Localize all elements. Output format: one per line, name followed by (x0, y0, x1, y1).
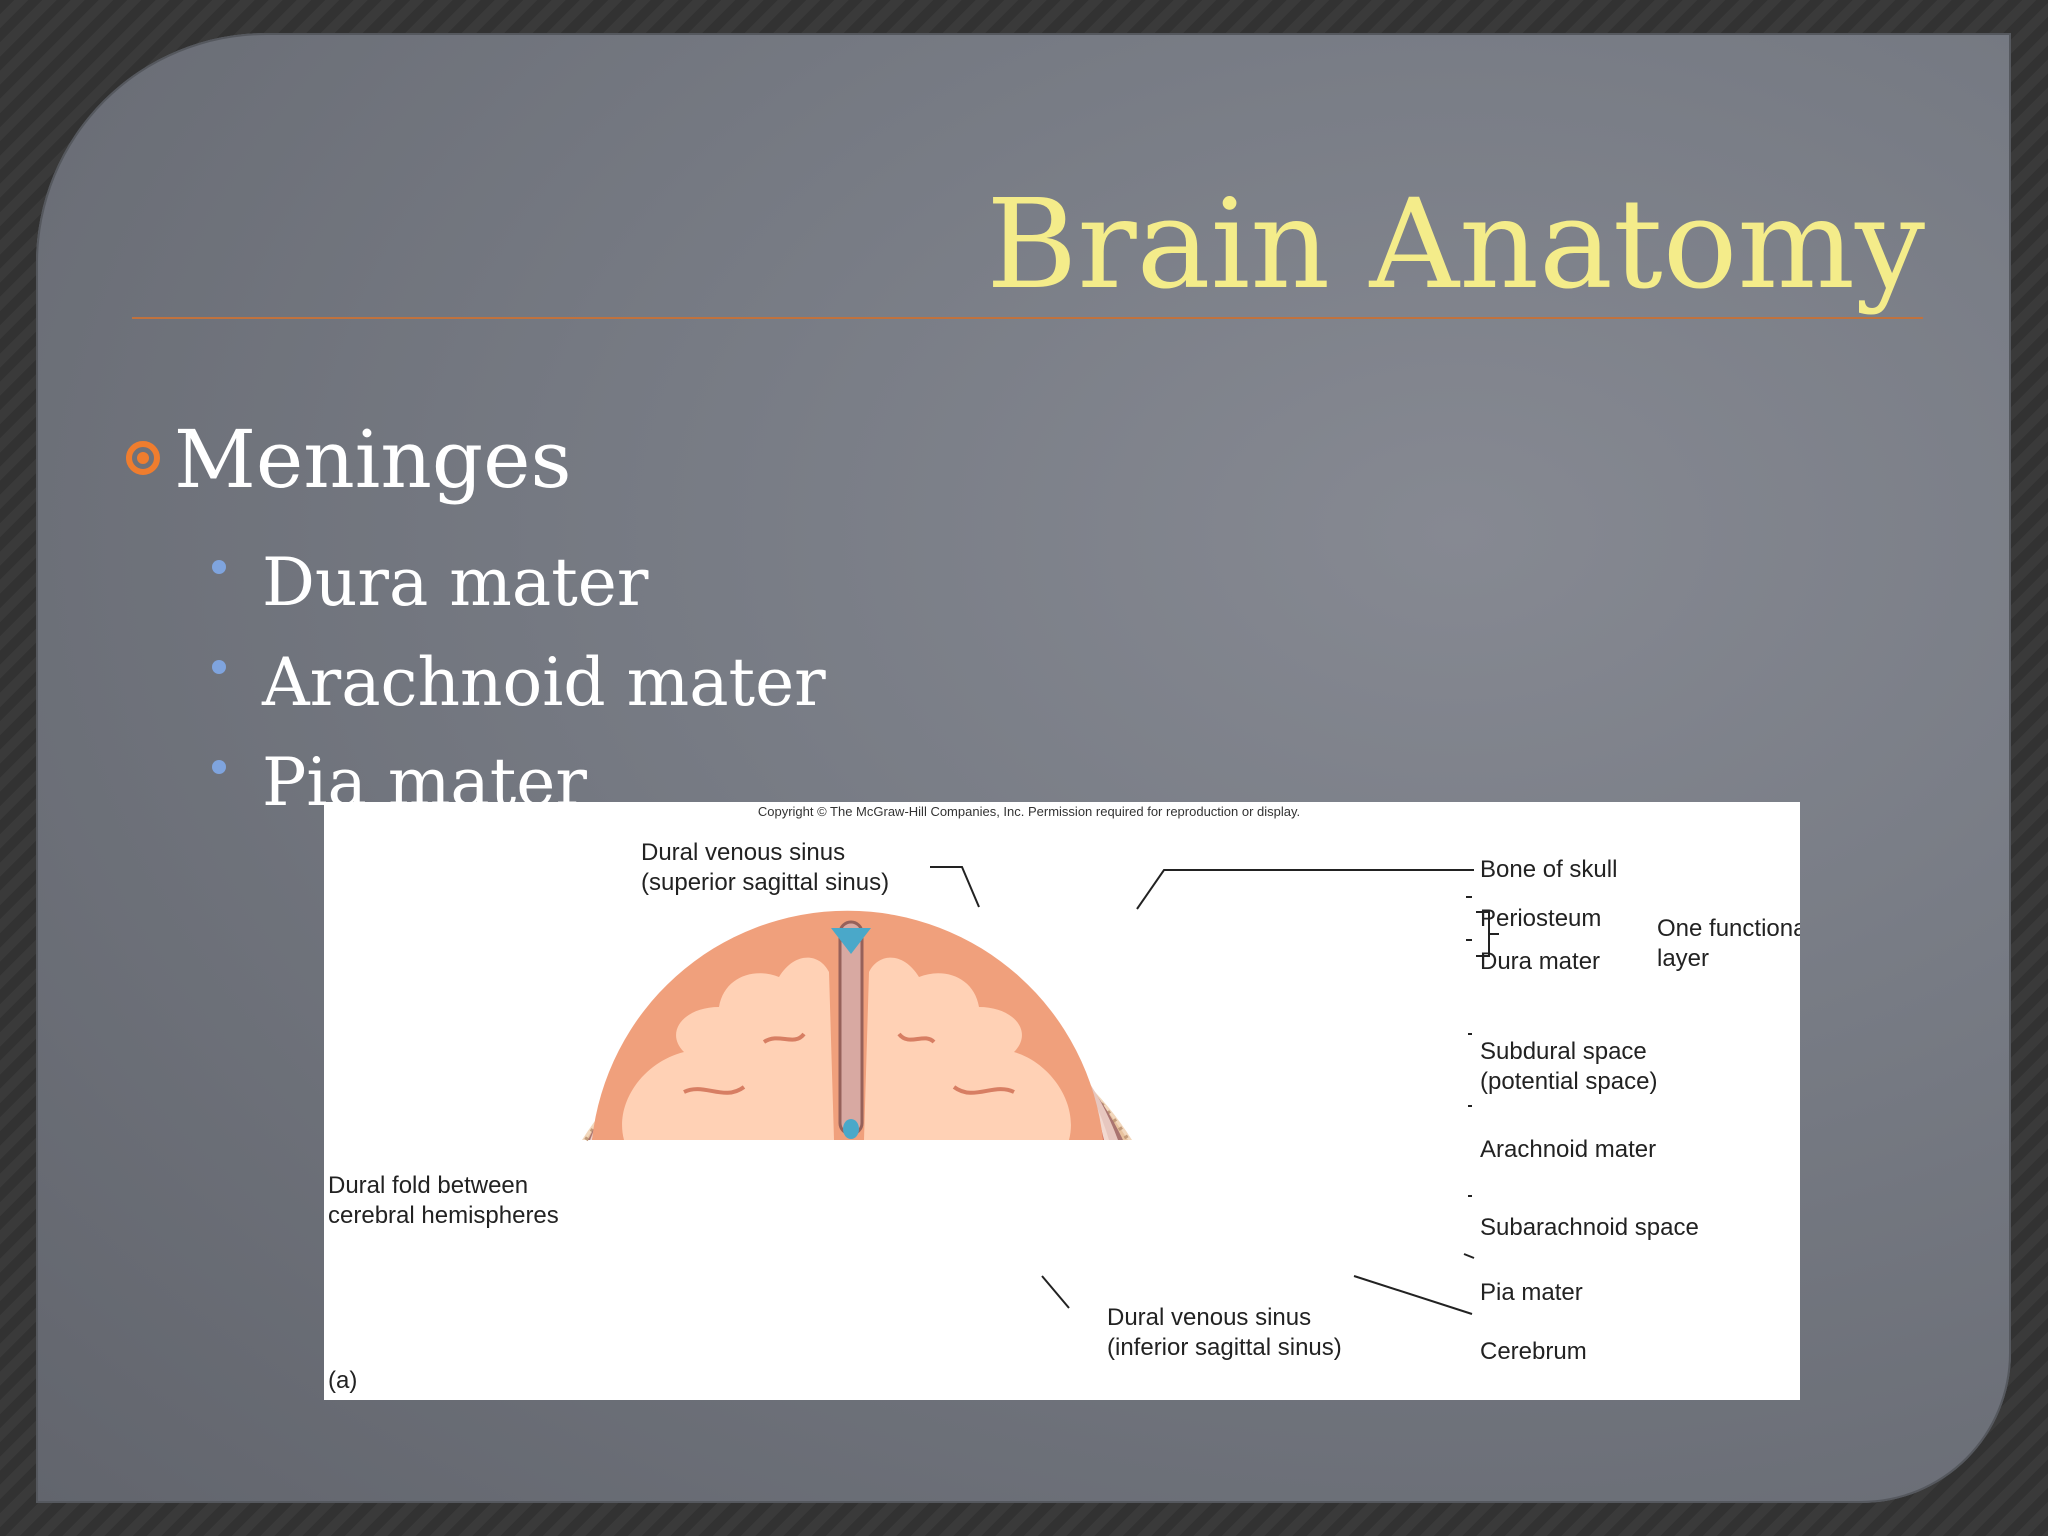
slide: Brain Anatomy Meninges Dura mater Arachn… (36, 33, 2011, 1503)
label-bone-of-skull: Bone of skull (1480, 856, 1617, 883)
label-cerebrum: Cerebrum (1480, 1338, 1587, 1365)
sub-item-arachnoid-text: Arachnoid mater (262, 644, 826, 721)
copyright-text: Copyright © The McGraw-Hill Companies, I… (758, 804, 1300, 819)
dot-bullet-icon (212, 660, 226, 674)
label-arachnoid-mater: Arachnoid mater (1480, 1136, 1656, 1163)
dot-bullet-icon (212, 760, 226, 774)
bullet-meninges-text: Meninges (174, 413, 572, 506)
sub-item-arachnoid: Arachnoid mater (212, 633, 826, 733)
meninges-figure: Copyright © The McGraw-Hill Companies, I… (324, 802, 1800, 1400)
leader-lines (930, 866, 1499, 1315)
superior-sagittal-sinus (831, 928, 871, 954)
label-inferior-sinus: Dural venous sinus (inferior sagittal si… (1107, 1304, 1342, 1361)
dot-bullet-icon (212, 560, 226, 574)
meninges-diagram: Copyright © The McGraw-Hill Companies, I… (328, 804, 1800, 1394)
label-superior-sinus: Dural venous sinus (superior sagittal si… (641, 839, 889, 896)
title-divider (132, 317, 1923, 319)
target-bullet-icon (126, 441, 160, 475)
label-functional-layer: One functional layer (1657, 915, 1800, 972)
label-subarachnoid-space: Subarachnoid space (1480, 1214, 1699, 1241)
meninges-sub-list: Dura mater Arachnoid mater Pia mater (212, 533, 826, 833)
label-subdural-space: Subdural space (potential space) (1480, 1038, 1657, 1095)
label-dura-mater: Dura mater (1480, 948, 1600, 975)
slide-title: Brain Anatomy (986, 173, 1925, 317)
figure-panel-label: (a) (328, 1367, 357, 1394)
bullet-meninges: Meninges (126, 405, 572, 515)
sub-item-dura-text: Dura mater (262, 544, 649, 621)
label-pia-mater: Pia mater (1480, 1279, 1583, 1306)
sub-item-dura: Dura mater (212, 533, 826, 633)
label-periosteum: Periosteum (1480, 905, 1601, 932)
label-dural-fold: Dural fold between cerebral hemispheres (328, 1172, 559, 1229)
inferior-sagittal-sinus (843, 1119, 859, 1139)
